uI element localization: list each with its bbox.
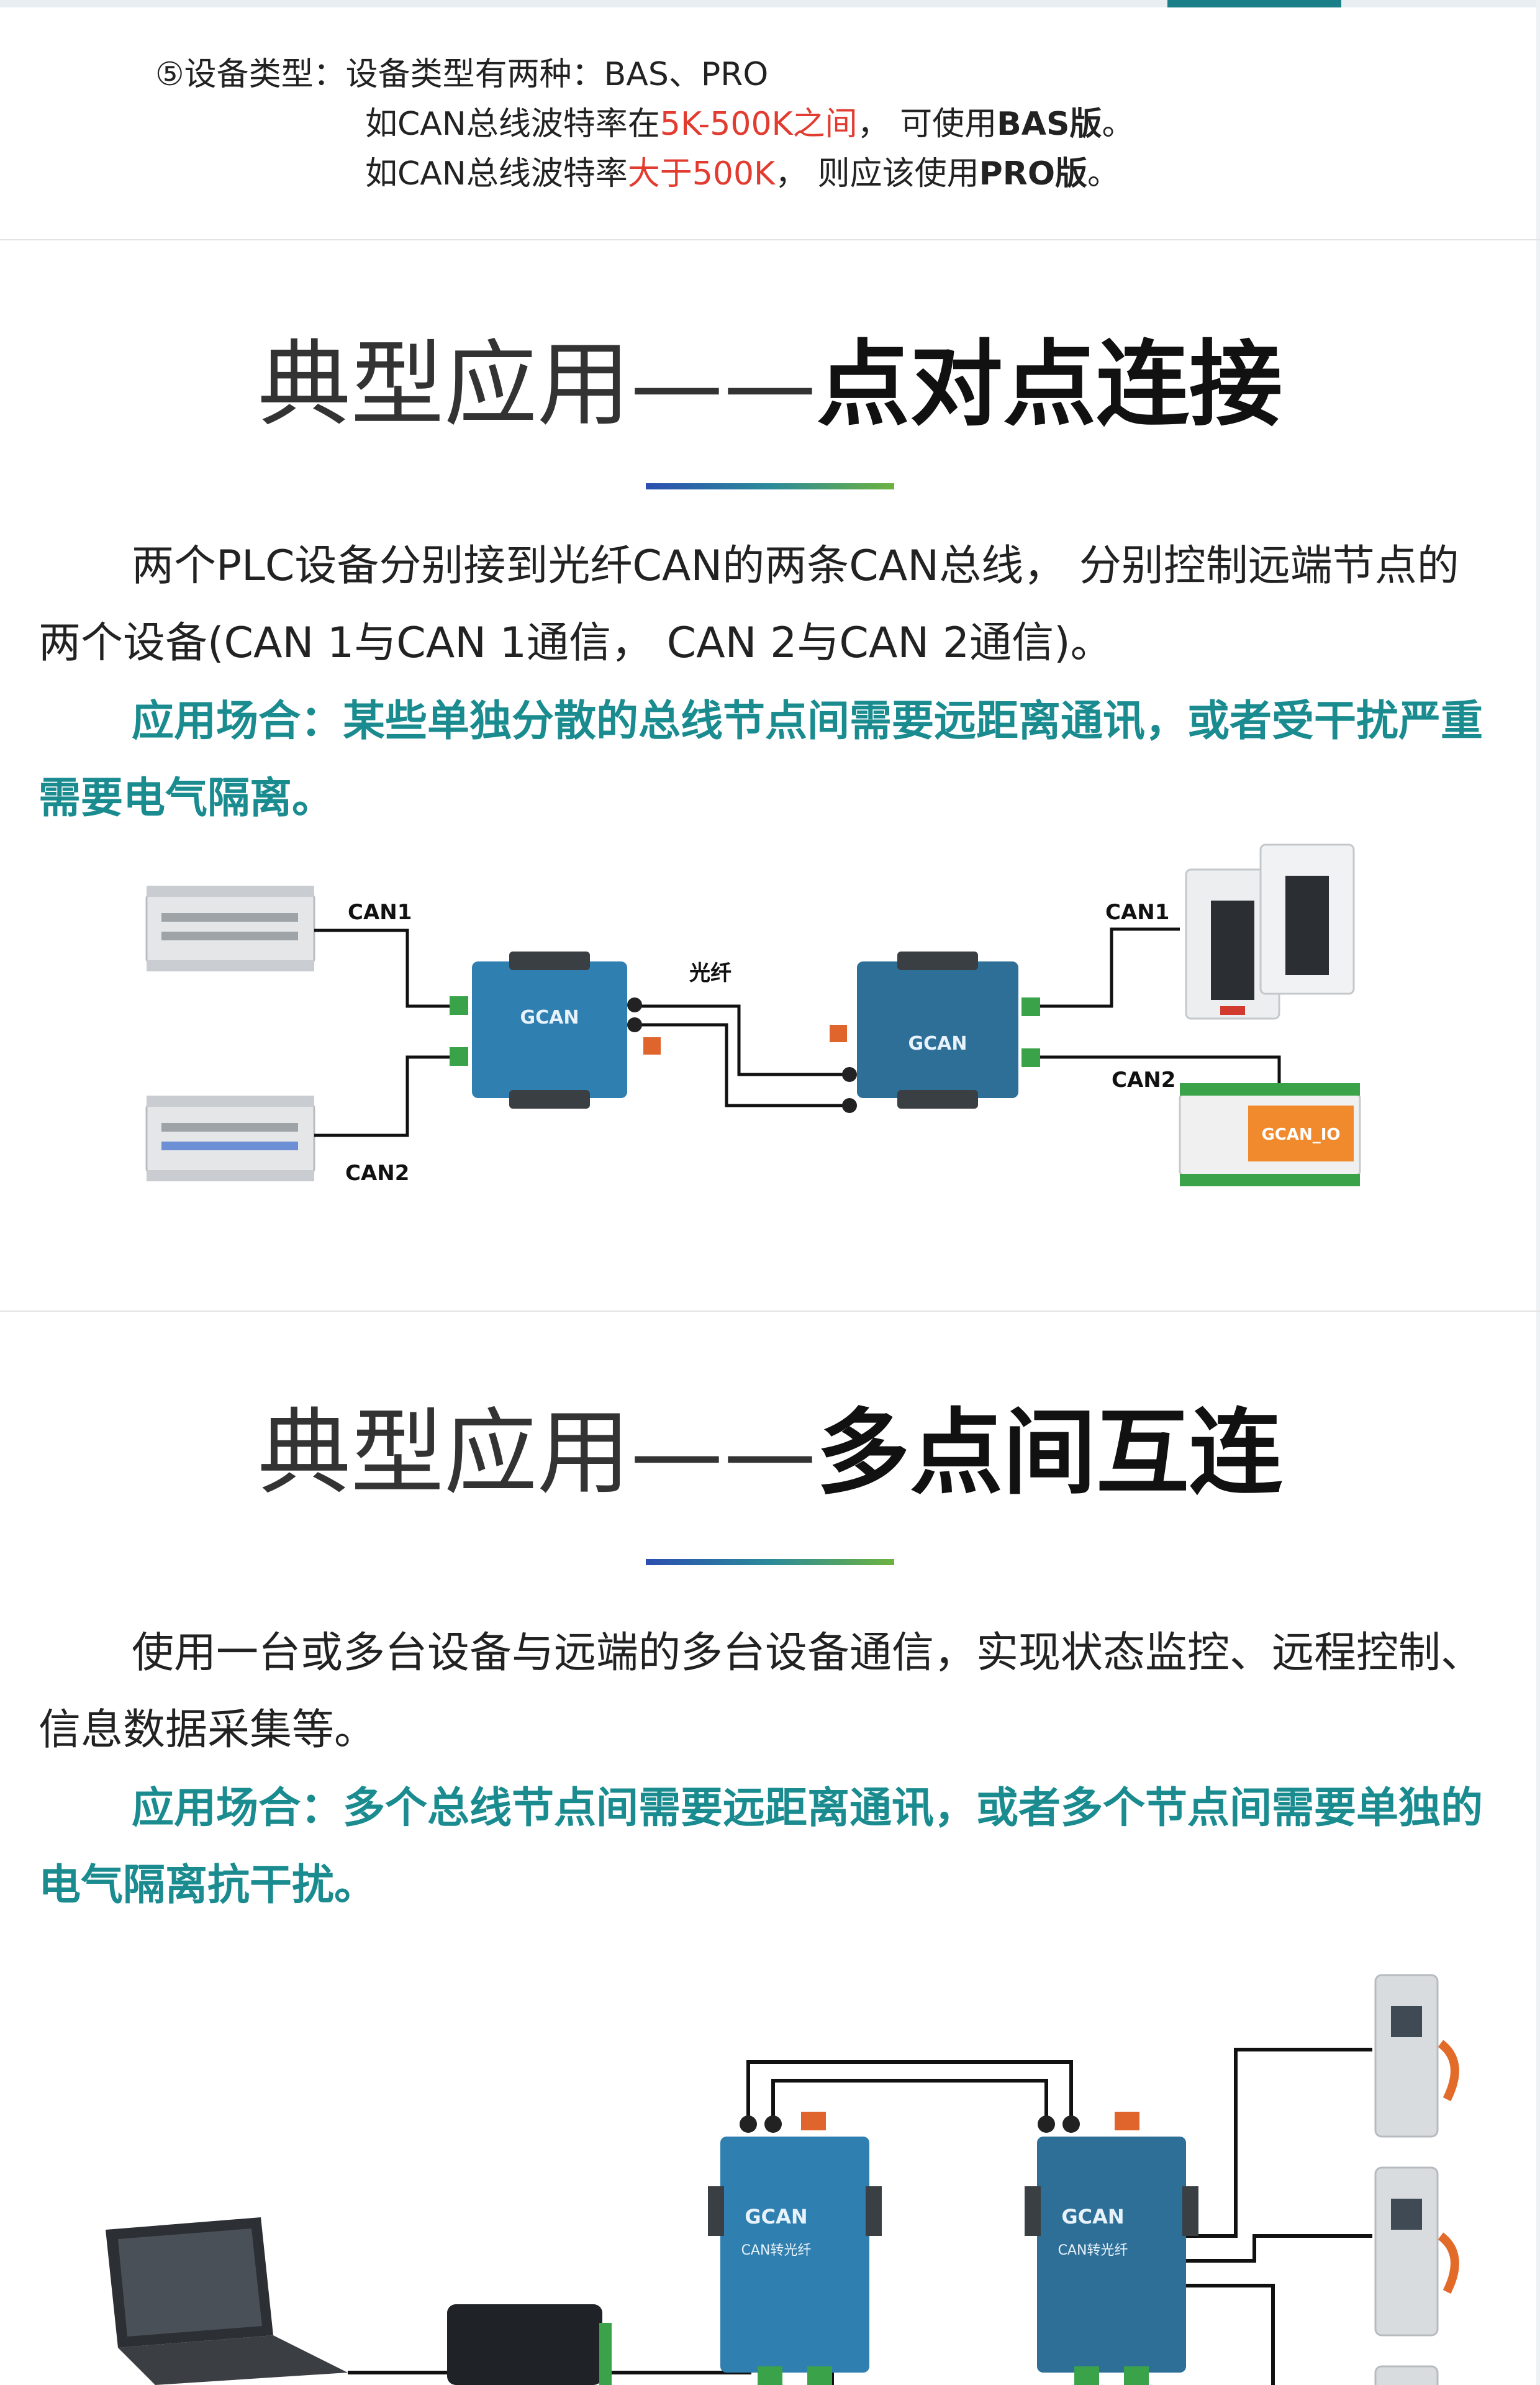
can-adapter-box	[447, 2304, 612, 2385]
laptop-icon	[106, 2217, 348, 2385]
section-divider-2	[0, 1311, 1540, 1312]
fiber-converter-left: GCAN	[450, 952, 661, 1109]
section1-application: 应用场合：某些单独分散的总线节点间需要远距离通讯，或者受干扰严重需要电气隔离。	[38, 697, 1483, 823]
note-line-3-mid: ， 则应该使用	[775, 155, 979, 193]
note-line-2-range: 5K-500K之间	[659, 106, 858, 143]
section-divider-1	[0, 239, 1540, 240]
section1-title: 典型应用——点对点连接	[0, 332, 1540, 438]
converter-a-model: CAN转光纤	[741, 2243, 812, 2258]
section2-title-prefix: 典型应用——	[257, 1399, 817, 1507]
io-module: GCAN_IO	[1179, 1083, 1361, 1186]
inverter-devices	[1185, 843, 1355, 1020]
device-type-note: ⑤设备类型：设备类型有两种：BAS、PRO 如CAN总线波特率在5K-500K之…	[155, 50, 1135, 199]
note-line-2-mid: ， 可使用	[857, 106, 997, 143]
right-edge	[1536, 0, 1540, 2385]
converter-b-brand: GCAN	[1061, 2205, 1124, 2228]
section1-title-underline	[646, 483, 894, 489]
note-line-1-text: ⑤设备类型：设备类型有两种：BAS、PRO	[155, 56, 769, 93]
charging-pile-2	[1374, 2166, 1459, 2337]
label-can2-left: CAN2	[345, 1161, 409, 1186]
multipoint-diagram: GCAN CAN转光纤 GCAN CAN转光纤	[106, 1974, 1459, 2385]
converter-a-brand: GCAN	[745, 2205, 807, 2228]
note-line-3: 如CAN总线波特率大于500K， 则应该使用PRO版。	[155, 149, 1135, 199]
top-bar-accent	[1167, 0, 1341, 7]
note-line-2-text: 如CAN总线波特率在	[365, 106, 660, 143]
section2-application: 应用场合：多个总线节点间需要远距离通讯，或者多个节点间需要单独的电气隔离抗干扰。	[38, 1784, 1483, 1910]
fiber-converter-b: GCAN CAN转光纤	[1025, 2112, 1198, 2385]
section2-title-main: 多点间互连	[817, 1399, 1283, 1507]
plc-device-bottom	[145, 1096, 315, 1181]
note-line-1: ⑤设备类型：设备类型有两种：BAS、PRO	[155, 50, 1135, 99]
note-line-2-end: 。	[1102, 106, 1135, 143]
section1-title-prefix: 典型应用——	[257, 331, 817, 439]
charging-pile-1	[1374, 1974, 1459, 2138]
note-line-3-version: PRO版	[979, 155, 1088, 193]
label-can2-right: CAN2	[1112, 1068, 1175, 1093]
converter-left-brand: GCAN	[520, 1007, 579, 1029]
point-to-point-diagram: GCAN GCAN GCAN_IO CAN1 CAN2 光纤 CAN1 CAN2	[145, 843, 1361, 1186]
note-line-3-text: 如CAN总线波特率	[365, 155, 628, 193]
note-line-2: 如CAN总线波特率在5K-500K之间， 可使用BAS版。	[155, 99, 1135, 149]
label-can1-right: CAN1	[1105, 900, 1169, 925]
top-bar	[0, 0, 1540, 7]
fiber-converter-right: GCAN	[830, 952, 1040, 1113]
converter-right-brand: GCAN	[908, 1033, 967, 1055]
section1-paragraph: 两个PLC设备分别接到光纤CAN的两条CAN总线， 分别控制远端节点的两个设备(…	[38, 542, 1459, 668]
converter-b-model: CAN转光纤	[1058, 2243, 1128, 2258]
io-module-label: GCAN_IO	[1261, 1125, 1340, 1144]
note-line-2-version: BAS版	[997, 106, 1102, 143]
section2-title: 典型应用——多点间互连	[0, 1401, 1540, 1506]
label-can1-left: CAN1	[348, 900, 412, 925]
charging-pile-3	[1374, 2365, 1439, 2385]
label-fiber: 光纤	[689, 961, 732, 986]
note-line-3-range: 大于500K	[627, 155, 776, 193]
section2-title-underline	[646, 1559, 894, 1565]
plc-device-top	[145, 886, 315, 971]
section1-title-main: 点对点连接	[817, 331, 1283, 439]
section2-paragraph: 使用一台或多台设备与远端的多台设备通信，实现状态监控、远程控制、信息数据采集等。	[38, 1629, 1483, 1755]
fiber-converter-a: GCAN CAN转光纤	[708, 2112, 882, 2385]
note-line-3-end: 。	[1087, 155, 1120, 193]
